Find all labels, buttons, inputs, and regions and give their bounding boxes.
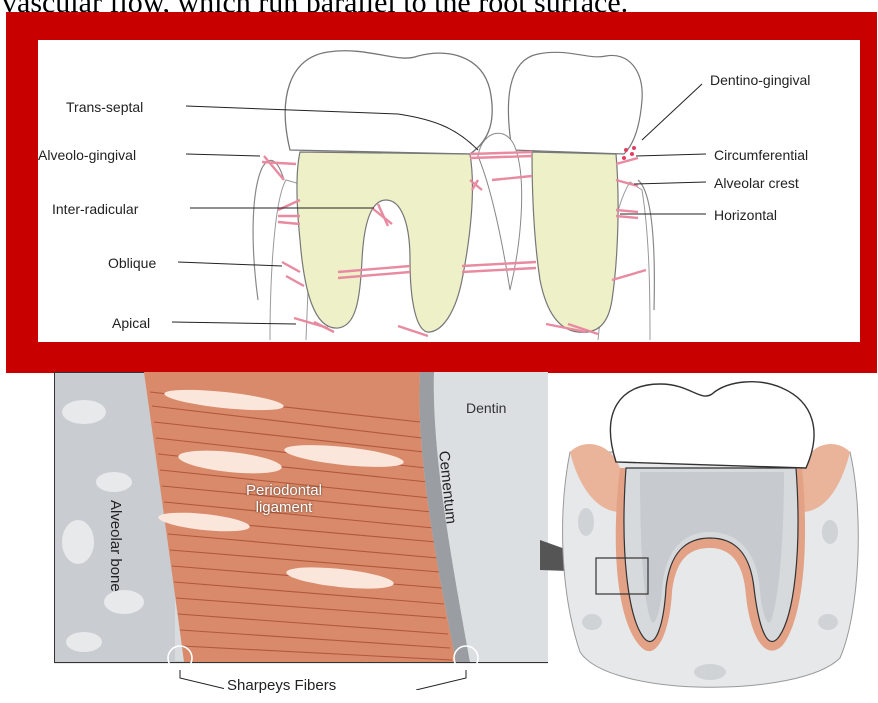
ligament-closeup: Periodontal ligament Alveolar bone Cemen… (54, 372, 548, 690)
label-alveolar-crest: Alveolar crest (714, 175, 799, 191)
ligament-illustration (54, 372, 548, 690)
label-circumferential: Circumferential (714, 147, 808, 163)
fiber-groups-diagram: Trans-septal Alveolo-gingival Inter-radi… (38, 40, 860, 342)
dentin-label: Dentin (466, 400, 506, 416)
label-horizontal: Horizontal (714, 207, 777, 223)
tooth-cross-section (540, 372, 876, 698)
sharpeys-fibers-label: Sharpeys Fibers (224, 677, 339, 694)
tooth-section-illustration (540, 372, 876, 698)
ligament-line-1: Periodontal (224, 482, 344, 499)
label-trans-septal: Trans-septal (66, 99, 143, 115)
label-alveolo-gingival: Alveolo-gingival (38, 147, 136, 163)
periodontal-ligament-label: Periodontal ligament (224, 482, 344, 516)
alveolar-bone-label: Alveolar bone (107, 500, 124, 592)
label-dentino-gingival: Dentino-gingival (710, 72, 810, 88)
label-apical: Apical (112, 315, 150, 331)
ligament-line-2: ligament (224, 499, 344, 516)
label-oblique: Oblique (108, 255, 156, 271)
label-inter-radicular: Inter-radicular (52, 201, 138, 217)
